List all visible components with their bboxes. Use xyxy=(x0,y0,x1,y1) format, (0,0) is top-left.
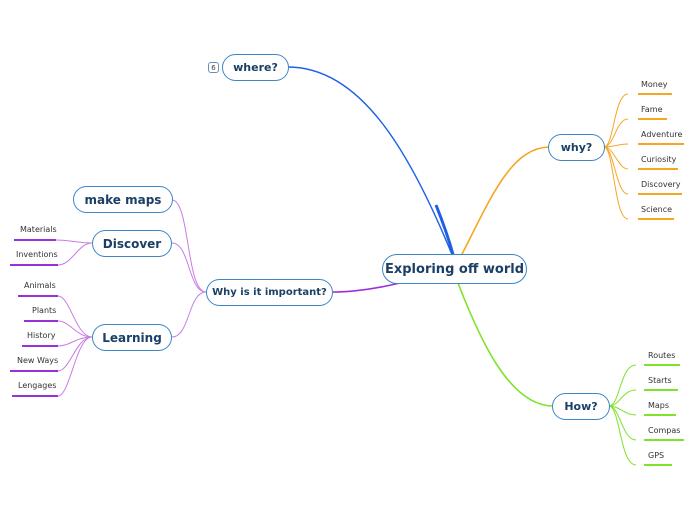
topic-make-maps[interactable]: make maps xyxy=(73,186,173,213)
leaf-inventions[interactable]: Inventions xyxy=(16,250,58,259)
connector-why-science xyxy=(603,146,629,220)
leaf-money[interactable]: Money xyxy=(641,80,668,89)
connector-materials xyxy=(55,239,93,244)
leaf-routes[interactable]: Routes xyxy=(648,351,676,360)
leaf-maps[interactable]: Maps xyxy=(648,401,670,410)
topic-why-important-label: Why is it important? xyxy=(212,287,327,298)
topic-make-maps-label: make maps xyxy=(84,192,162,207)
topic-why[interactable]: why? xyxy=(548,134,605,161)
topic-why-label: why? xyxy=(560,141,593,154)
connector-why-fame xyxy=(603,118,629,148)
leaf-plants[interactable]: Plants xyxy=(32,306,57,315)
connector-how-starts xyxy=(608,389,637,407)
leaf-lengages[interactable]: Lengages xyxy=(18,381,57,390)
connector-animals xyxy=(57,295,93,338)
leaf-curiosity[interactable]: Curiosity xyxy=(641,155,677,164)
topic-where[interactable]: where? xyxy=(222,54,289,81)
connector-inventions xyxy=(57,242,93,266)
connector-make-maps xyxy=(171,199,207,293)
leaf-starts[interactable]: Starts xyxy=(648,376,672,385)
connector-newways xyxy=(57,336,93,372)
connector-how-routes xyxy=(608,364,637,407)
connector-where xyxy=(287,66,456,263)
leaf-newways[interactable]: New Ways xyxy=(17,356,59,365)
leaf-history[interactable]: History xyxy=(27,331,56,340)
leaf-adventure[interactable]: Adventure xyxy=(641,130,683,139)
topic-discover-label: Discover xyxy=(102,236,162,251)
connector-why-money xyxy=(603,93,629,148)
connector-why xyxy=(459,146,550,259)
topic-learning[interactable]: Learning xyxy=(92,324,172,351)
connector-important xyxy=(332,282,401,293)
central-topic-label: Exploring off world xyxy=(384,261,524,277)
connector-why-discovery xyxy=(603,146,629,195)
leaf-fame[interactable]: Fame xyxy=(641,105,663,114)
leaf-materials[interactable]: Materials xyxy=(20,225,57,234)
connector-learning xyxy=(171,291,207,338)
topic-learning-label: Learning xyxy=(102,330,162,345)
leaf-gps[interactable]: GPS xyxy=(648,451,665,460)
topic-how[interactable]: How? xyxy=(552,393,610,420)
topic-where-label: where? xyxy=(233,61,278,74)
connector-discover xyxy=(171,242,207,293)
topic-why-important[interactable]: Why is it important? xyxy=(206,279,333,306)
connector-how-gps xyxy=(608,405,637,466)
central-topic[interactable]: Exploring off world xyxy=(382,254,527,284)
connector-how xyxy=(457,282,554,407)
topic-discover[interactable]: Discover xyxy=(92,230,172,257)
leaf-compas[interactable]: Compas xyxy=(648,426,681,435)
topic-how-label: How? xyxy=(564,400,598,413)
collapsed-count-badge[interactable]: 6 xyxy=(208,62,219,73)
connector-plants xyxy=(57,320,93,338)
leaf-science[interactable]: Science xyxy=(641,205,673,214)
leaf-animals[interactable]: Animals xyxy=(24,281,56,290)
connector-lengages xyxy=(57,336,93,397)
collapsed-count: 6 xyxy=(211,63,216,72)
leaf-discovery[interactable]: Discovery xyxy=(641,180,681,189)
